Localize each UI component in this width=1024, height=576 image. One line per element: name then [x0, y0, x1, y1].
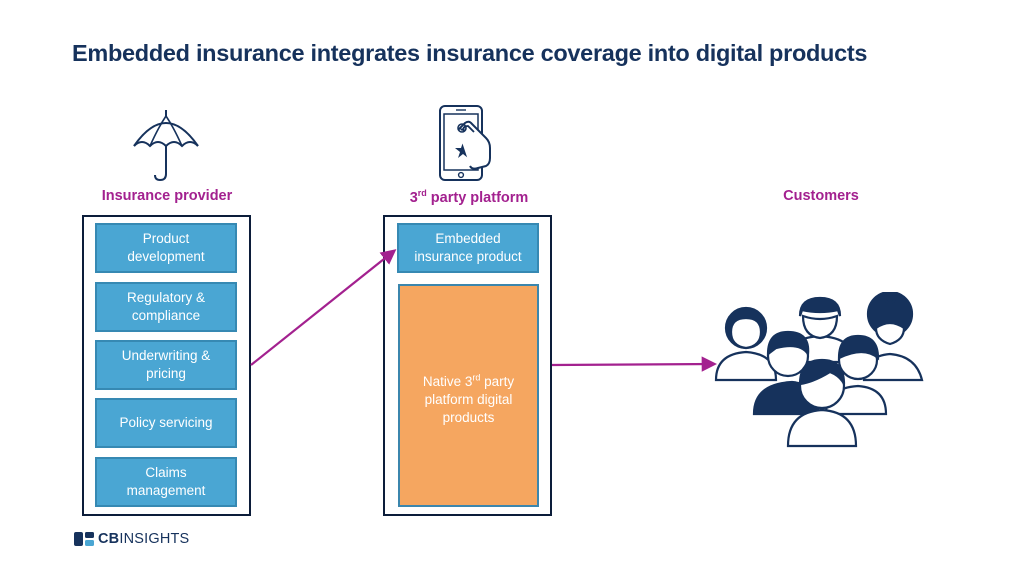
platform-to-customers-arrow — [551, 356, 718, 372]
native-platform-products-box: Native 3rd party platform digital produc… — [398, 284, 539, 507]
regulatory-compliance-box: Regulatory &compliance — [95, 282, 237, 332]
page-title: Embedded insurance integrates insurance … — [72, 40, 868, 66]
provider-to-platform-arrow — [250, 249, 397, 366]
umbrella-icon — [133, 110, 199, 182]
cb-insights-logo: CBINSIGHTS — [74, 531, 189, 547]
people-group-icon — [714, 292, 924, 448]
smartphone-touch-icon — [439, 105, 491, 181]
policy-servicing-box: Policy servicing — [95, 398, 237, 448]
third-party-platform-label: 3rd party platform — [409, 188, 529, 206]
underwriting-pricing-box: Underwriting &pricing — [95, 340, 237, 390]
customers-label: Customers — [783, 188, 859, 204]
insurance-provider-label: Insurance provider — [101, 188, 233, 204]
cb-insights-logo-icon — [74, 532, 94, 546]
